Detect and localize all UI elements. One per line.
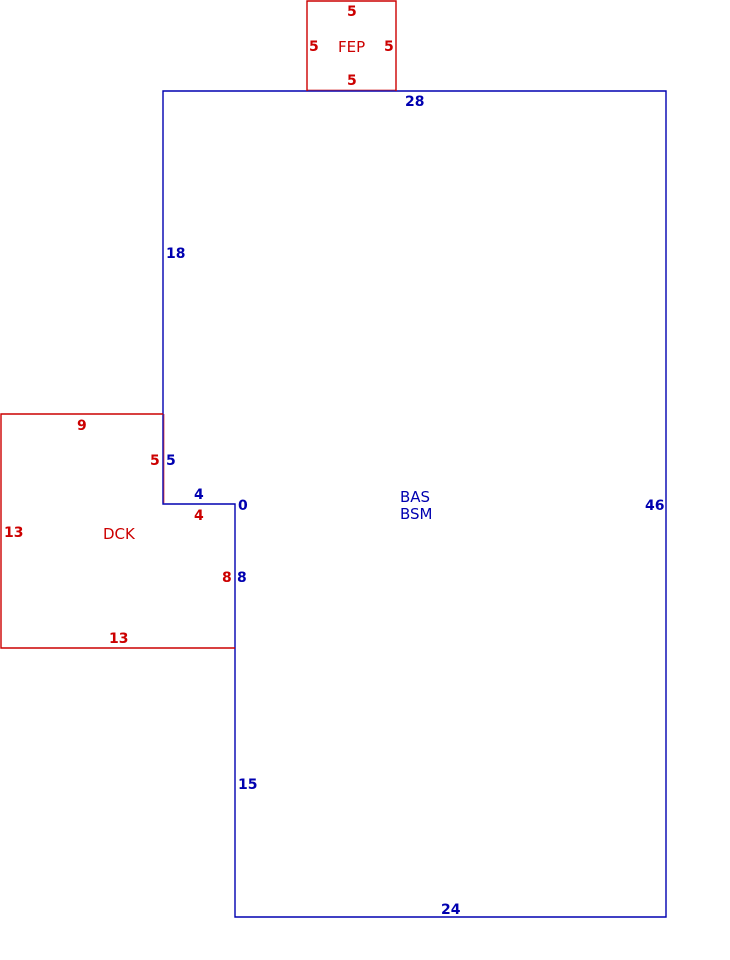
dim-porch-right: 5 xyxy=(384,39,394,55)
dim-deck-right-upper: 5 xyxy=(150,453,160,469)
dim-deck-left: 13 xyxy=(4,525,23,541)
dim-main-top: 28 xyxy=(405,94,424,110)
dim-deck-right-jog: 4 xyxy=(194,508,204,524)
dim-main-left-lower: 15 xyxy=(238,777,257,793)
dim-main-left-upper: 18 xyxy=(166,246,185,262)
dim-deck-top: 9 xyxy=(77,418,87,434)
dim-porch-bottom: 5 xyxy=(347,73,357,89)
porch-outline xyxy=(306,0,397,91)
dim-main-jog-zero: 0 xyxy=(238,498,248,514)
dim-main-left-mid: 5 xyxy=(166,453,176,469)
deck-outline xyxy=(0,413,235,649)
area-label-fep: FEP xyxy=(338,38,365,56)
dim-main-right: 46 xyxy=(645,498,664,514)
dim-deck-right-lower: 8 xyxy=(222,570,232,586)
dim-deck-bottom: 13 xyxy=(109,631,128,647)
area-label-dck: DCK xyxy=(103,525,136,543)
area-label-bsm: BSM xyxy=(400,505,433,523)
dim-main-bottom: 24 xyxy=(441,902,461,918)
dim-porch-left: 5 xyxy=(309,39,319,55)
main-building-outline xyxy=(162,90,667,918)
dim-porch-top: 5 xyxy=(347,4,357,20)
area-label-bas: BAS xyxy=(400,488,430,506)
dim-main-jog-horizontal: 4 xyxy=(194,487,204,503)
dim-main-jog-vertical: 8 xyxy=(237,570,247,586)
